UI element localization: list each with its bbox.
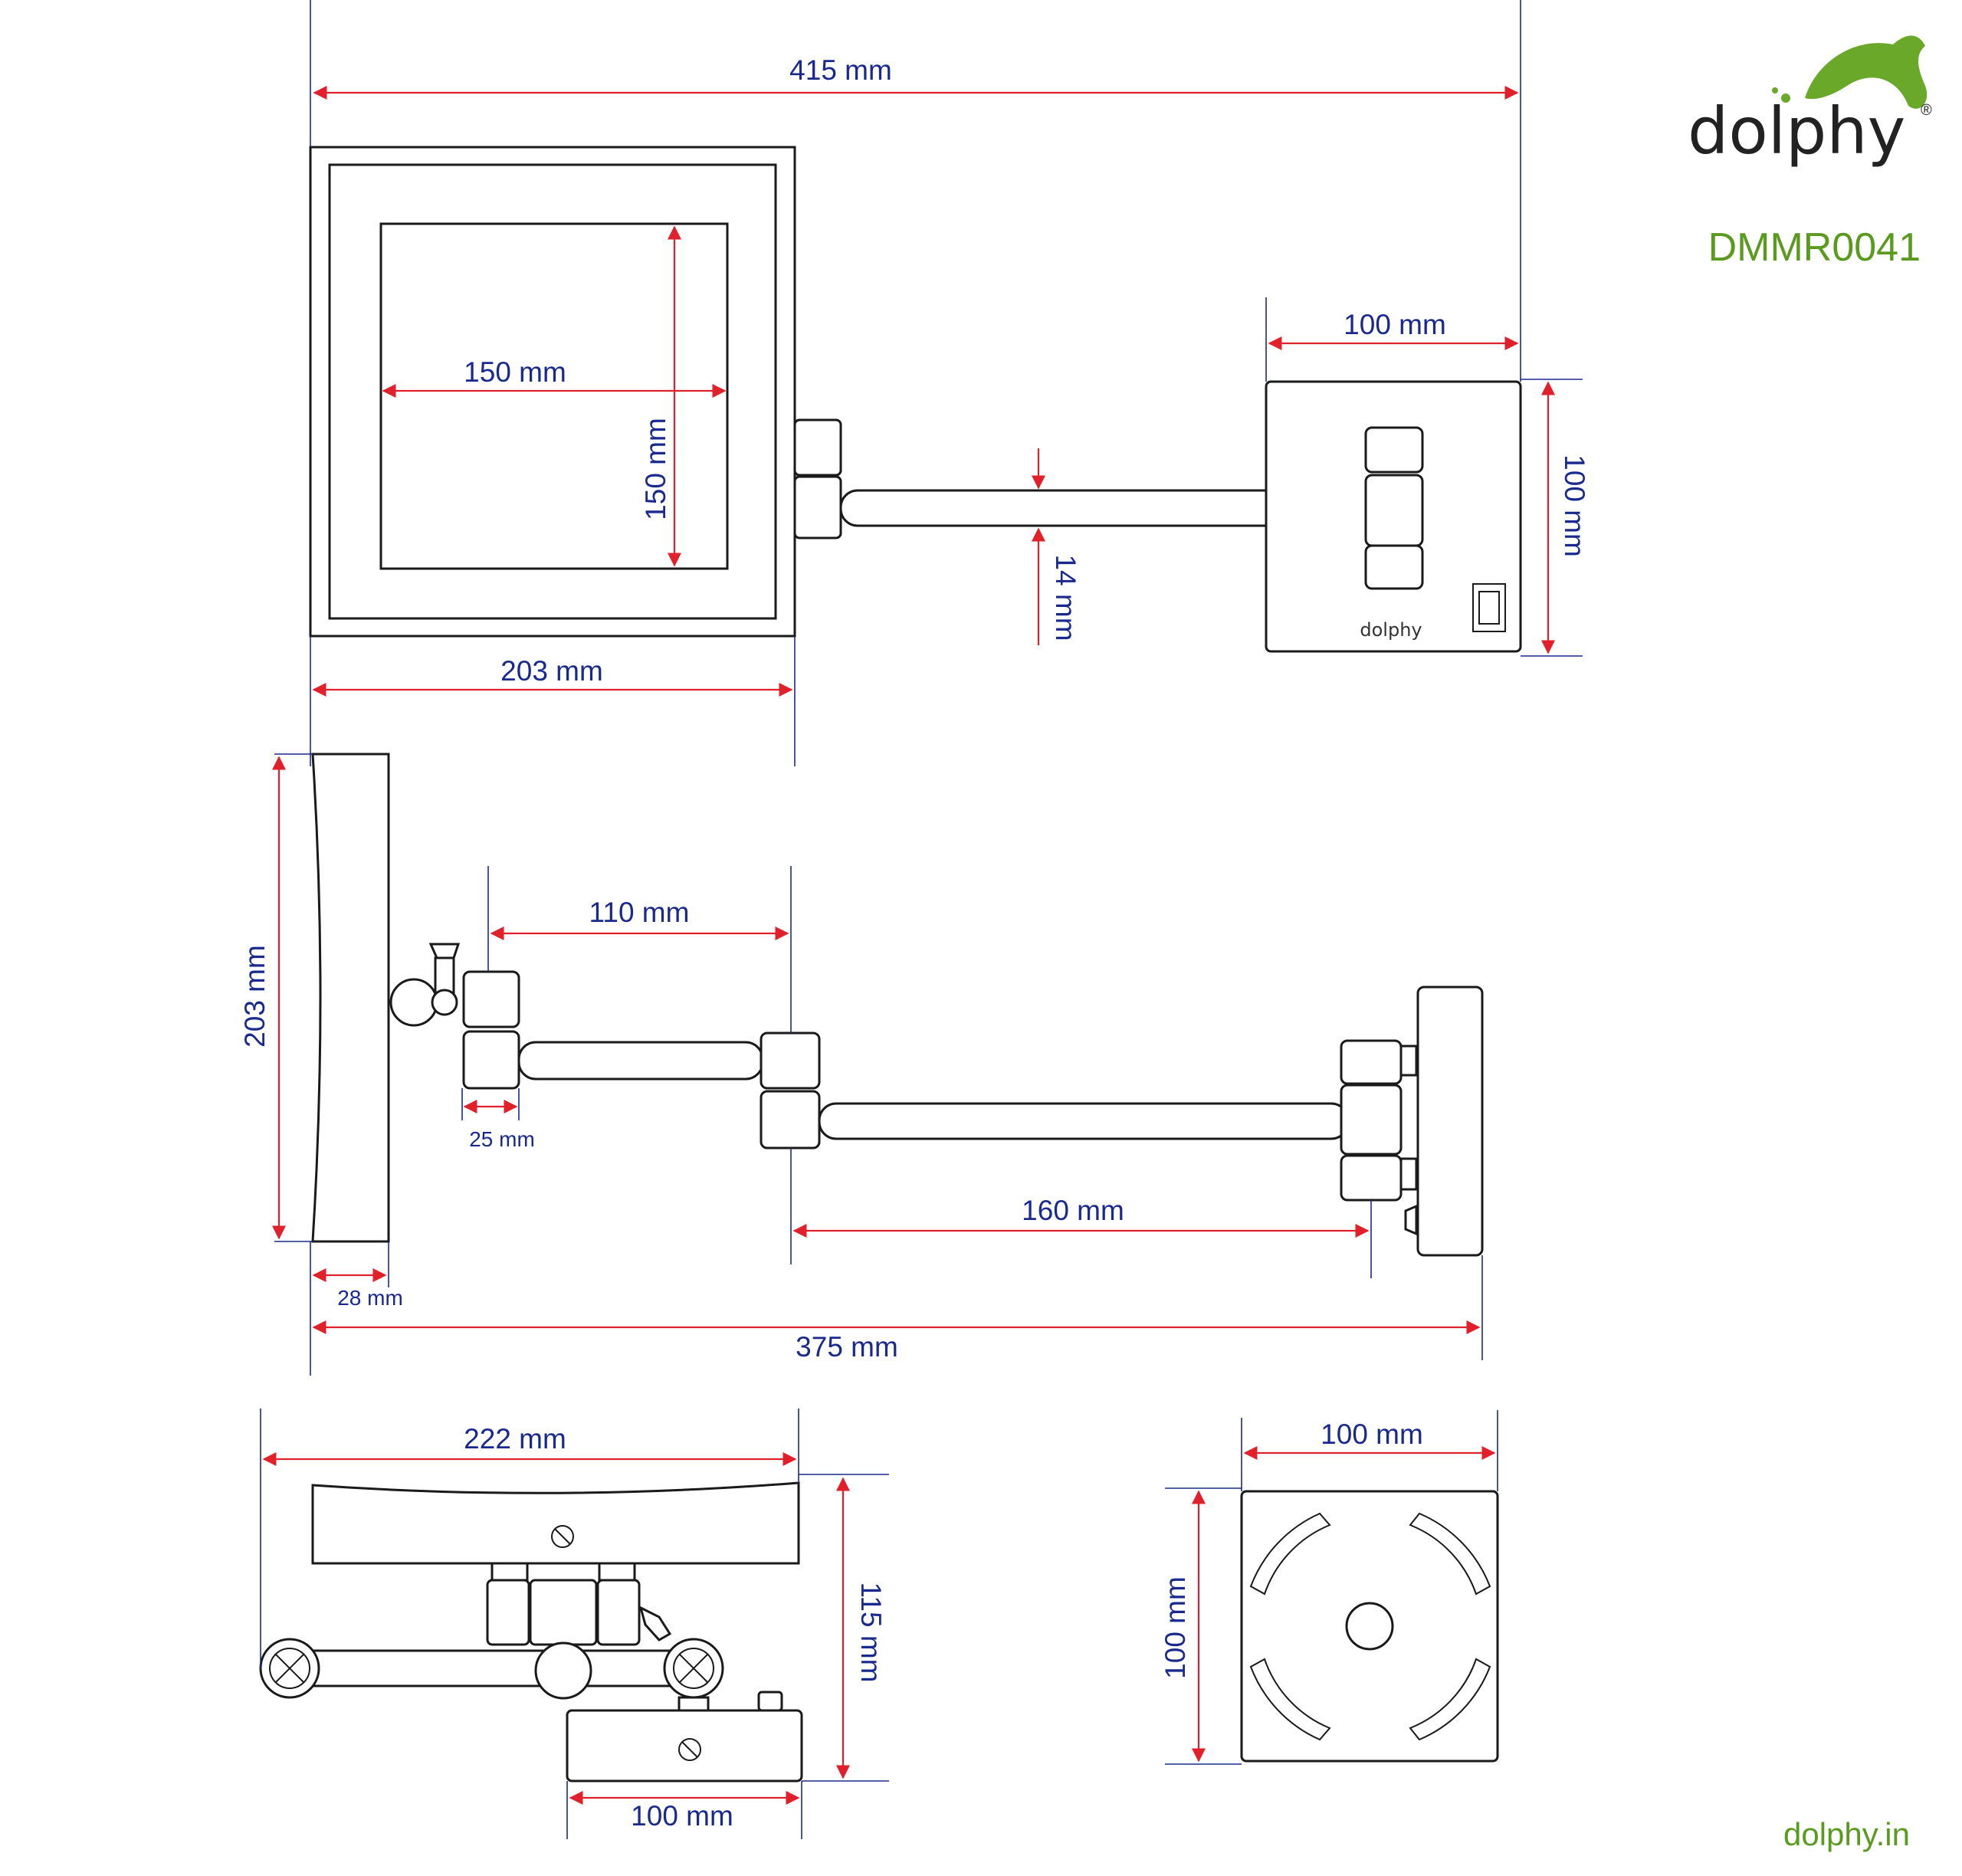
dim-mirror-depth: 28 mm: [337, 1286, 403, 1310]
wall-pin-bottom: [1399, 1157, 1418, 1191]
dim-wall-plate-height: 100 mm: [1559, 454, 1590, 557]
back-plate-view: 100 mm 100 mm: [1160, 1410, 1499, 1765]
wall-pin-top: [1399, 1045, 1418, 1077]
pivot-disc: [389, 978, 438, 1027]
side-hinge-bottom: [462, 1030, 520, 1090]
hinge-block-top: [793, 418, 842, 477]
top-hinge-left: [486, 1579, 530, 1646]
brand-logo-word: dolphy: [1688, 93, 1905, 169]
front-view: dolphy 415 mm 150 mm 150 mm 203 mm 14 mm…: [309, 0, 1590, 766]
joint-block-top: [1364, 426, 1424, 474]
dim-pivot-block: 25 mm: [469, 1127, 535, 1151]
mirror-glass: [379, 222, 729, 570]
wall-joint-middle: [1340, 1084, 1403, 1156]
mirror-side-profile: [311, 753, 390, 1243]
dim-arm-diameter: 14 mm: [1050, 554, 1081, 641]
elbow-block-top: [760, 1031, 821, 1090]
website-link[interactable]: dolphy.in: [1783, 1816, 1910, 1852]
hinge-block-bottom: [793, 475, 842, 540]
top-mount-left: [490, 1562, 529, 1582]
wall-joint-bottom: [1340, 1154, 1403, 1202]
dim-wall-plate-width: 100 mm: [1344, 309, 1446, 340]
brand-block: dolphy ® DMMR0041 dolphy.in: [1688, 35, 1932, 1852]
plate-logo: dolphy: [1360, 619, 1422, 641]
dim-top-mirror-width: 222 mm: [464, 1423, 566, 1455]
dim-back-plate-height: 100 mm: [1160, 1576, 1191, 1679]
top-knob-icon: [638, 1605, 672, 1642]
dim-arm-segment-1: 110 mm: [589, 897, 690, 928]
dim-side-mirror-height: 203 mm: [239, 945, 271, 1048]
top-arm: [288, 1649, 690, 1687]
wall-plate-side: [1416, 986, 1484, 1257]
dim-mirror-frame-width: 203 mm: [500, 655, 603, 687]
top-switch: [757, 1691, 783, 1712]
registered-mark: ®: [1921, 102, 1932, 119]
joint-block-middle: [1364, 474, 1424, 547]
dim-mirror-inner-height: 150 mm: [640, 418, 671, 520]
arm-segment-1: [517, 1041, 764, 1081]
dim-overall-width: 415 mm: [789, 54, 892, 86]
dolphin-logo-icon: [1772, 35, 1928, 109]
dim-top-overall-depth: 115 mm: [855, 1582, 887, 1683]
pivot-knob-top-icon: [428, 943, 461, 959]
top-hinge-center: [529, 1579, 598, 1646]
slot-top-left-icon: [1249, 1512, 1331, 1596]
pivot-screw: [431, 989, 458, 1016]
dim-back-plate-width: 100 mm: [1321, 1418, 1423, 1450]
wall-joint-top: [1340, 1039, 1403, 1085]
mirror-top-profile: [311, 1481, 800, 1565]
top-view: 222 mm 115 mm 100 mm: [259, 1409, 889, 1839]
dim-mirror-inner-width: 150 mm: [464, 356, 566, 388]
top-mount-right: [598, 1562, 636, 1582]
slot-bottom-right-icon: [1409, 1658, 1491, 1741]
elbow-block-bottom: [760, 1090, 821, 1150]
dim-overall-projection: 375 mm: [796, 1331, 898, 1363]
switch-side-icon: [1404, 1204, 1418, 1236]
side-view: 203 mm 28 mm 25 mm 110 mm 160 mm 375 mm: [239, 753, 1484, 1376]
arm-segment-2: [818, 1102, 1350, 1140]
slot-top-right-icon: [1409, 1512, 1491, 1596]
joint-block-bottom: [1364, 544, 1424, 590]
switch-rocker: [1478, 591, 1500, 625]
back-center-hole-icon: [1345, 1602, 1394, 1651]
model-code: DMMR0041: [1708, 225, 1921, 270]
top-elbow-joint: [534, 1642, 592, 1700]
side-hinge-top: [462, 970, 520, 1028]
top-hinge-right: [596, 1579, 641, 1646]
slot-bottom-left-icon: [1249, 1658, 1331, 1741]
dim-arm-segment-2: 160 mm: [1022, 1195, 1124, 1226]
dim-top-base-width: 100 mm: [631, 1800, 733, 1832]
